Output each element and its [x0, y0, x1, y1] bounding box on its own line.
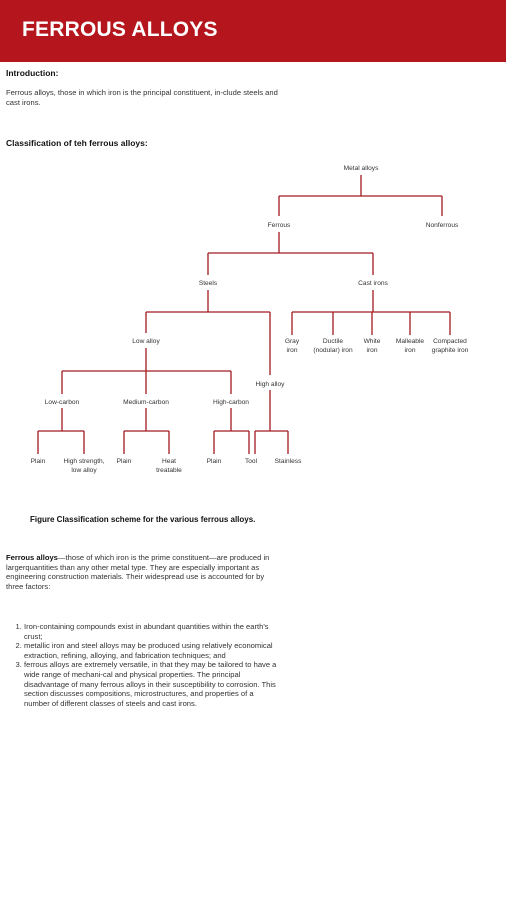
intro-text: Ferrous alloys, those in which iron is t… [6, 88, 278, 107]
node-plain-medium-carbon: Plain [117, 458, 132, 465]
factor-item-1: Iron-containing compounds exist in abund… [24, 622, 278, 641]
node-ductile-iron-line1: Ductile [323, 338, 343, 345]
branch-cast-irons [291, 290, 451, 335]
branch-high-alloy [254, 390, 289, 454]
node-hsla-line2: low alloy [71, 467, 97, 474]
node-plain-high-carbon: Plain [207, 458, 222, 465]
node-white-iron-line1: White [364, 338, 381, 345]
node-high-alloy: High alloy [256, 381, 286, 388]
branch-steels [145, 290, 271, 375]
node-medium-carbon: Medium-carbon [123, 399, 169, 406]
ferrous-alloys-description: —those of which iron is the prime consti… [6, 553, 270, 591]
node-compacted-iron-line2: graphite iron [432, 347, 469, 354]
branch-high-carbon [213, 408, 250, 454]
branch-metal-alloys [278, 175, 443, 216]
node-plain-low-carbon: Plain [31, 458, 46, 465]
classification-heading: Classification of teh ferrous alloys: [6, 138, 148, 148]
node-low-carbon: Low-carbon [45, 399, 80, 406]
ferrous-alloys-paragraph: Ferrous alloys—those of which iron is th… [6, 553, 278, 591]
node-tool: Tool [245, 458, 258, 465]
node-white-iron-line2: iron [367, 347, 378, 354]
node-gray-iron-line2: iron [287, 347, 298, 354]
node-malleable-iron-line2: iron [405, 347, 416, 354]
ferrous-alloys-term: Ferrous alloys [6, 553, 58, 562]
node-compacted-iron-line1: Compacted [433, 338, 467, 345]
node-hsla-line1: High strength, [63, 458, 104, 465]
node-ferrous: Ferrous [268, 222, 291, 229]
branch-low-carbon [37, 408, 85, 454]
node-heat-treatable-line1: Heat [162, 458, 176, 465]
node-steels: Steels [199, 280, 218, 287]
node-gray-iron-line1: Gray [285, 338, 300, 345]
branch-low-alloy [61, 348, 232, 394]
factor-item-3: ferrous alloys are extremely versatile, … [24, 660, 278, 708]
figure-caption: Figure Classification scheme for the var… [30, 515, 256, 524]
header-bar: FERROUS ALLOYS [0, 0, 506, 62]
factor-item-2: metallic iron and steel alloys may be pr… [24, 641, 278, 660]
branch-medium-carbon [123, 408, 170, 454]
intro-heading: Introduction: [6, 68, 59, 78]
node-high-carbon: High-carbon [213, 399, 249, 406]
factors-list: Iron-containing compounds exist in abund… [6, 622, 278, 708]
node-ductile-iron-line2: (nodular) iron [313, 347, 353, 354]
branch-ferrous [207, 232, 374, 275]
page-title: FERROUS ALLOYS [22, 18, 218, 41]
node-low-alloy: Low alloy [132, 338, 160, 345]
node-stainless: Stainless [275, 458, 302, 465]
node-cast-irons: Cast irons [358, 280, 388, 287]
classification-tree-diagram: Metal alloys Ferrous Nonferrous Steels C… [31, 165, 469, 474]
node-heat-treatable-line2: treatable [156, 467, 182, 474]
node-metal-alloys: Metal alloys [344, 165, 380, 172]
node-malleable-iron-line1: Malleable [396, 338, 425, 345]
node-nonferrous: Nonferrous [426, 222, 459, 229]
